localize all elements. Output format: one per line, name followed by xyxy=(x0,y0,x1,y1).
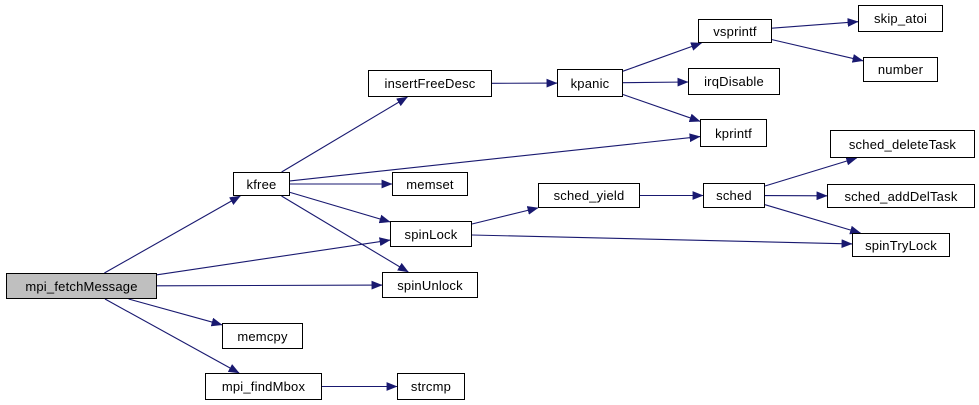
node-skip_atoi[interactable]: skip_atoi xyxy=(858,5,943,32)
node-sched_yield[interactable]: sched_yield xyxy=(538,183,640,208)
node-sched_addDelTask[interactable]: sched_addDelTask xyxy=(827,184,975,208)
node-sched_deleteTask[interactable]: sched_deleteTask xyxy=(830,130,975,158)
node-spinUnlock[interactable]: spinUnlock xyxy=(382,272,478,298)
edge-spinLock-to-spinTryLock xyxy=(471,234,853,249)
node-irqDisable[interactable]: irqDisable xyxy=(688,68,780,95)
node-strcmp[interactable]: strcmp xyxy=(397,373,465,400)
edge-kpanic-to-irqDisable xyxy=(622,77,689,87)
node-kfree[interactable]: kfree xyxy=(233,172,290,196)
node-insertFreeDesc[interactable]: insertFreeDesc xyxy=(368,70,492,97)
edge-kpanic-to-vsprintf xyxy=(622,42,703,72)
node-sched[interactable]: sched xyxy=(703,183,765,208)
edge-mpi_fetchMessage-to-spinLock xyxy=(156,237,391,276)
node-number[interactable]: number xyxy=(863,57,938,82)
edge-kfree-to-insertFreeDesc xyxy=(281,96,408,173)
node-kprintf[interactable]: kprintf xyxy=(700,119,767,147)
node-mpi_findMbox[interactable]: mpi_findMbox xyxy=(205,373,322,400)
edge-sched-to-spinTryLock xyxy=(764,204,862,235)
edge-sched-to-sched_deleteTask xyxy=(764,156,858,187)
edge-vsprintf-to-skip_atoi xyxy=(771,18,859,29)
node-memset[interactable]: memset xyxy=(392,172,468,196)
node-kpanic[interactable]: kpanic xyxy=(557,69,623,97)
edge-spinLock-to-sched_yield xyxy=(471,206,539,225)
edge-kfree-to-spinLock xyxy=(289,191,391,224)
node-mpi_fetchMessage[interactable]: mpi_fetchMessage xyxy=(6,273,157,299)
edge-mpi_fetchMessage-to-spinUnlock xyxy=(156,280,383,290)
edge-kpanic-to-kprintf xyxy=(622,93,701,123)
edge-mpi_fetchMessage-to-kfree xyxy=(104,195,241,274)
edge-kfree-to-spinUnlock xyxy=(281,195,409,273)
edge-mpi_fetchMessage-to-mpi_findMbox xyxy=(104,298,240,374)
edge-vsprintf-to-number xyxy=(771,39,864,63)
node-spinTryLock[interactable]: spinTryLock xyxy=(852,233,950,257)
node-memcpy[interactable]: memcpy xyxy=(222,323,303,349)
node-vsprintf[interactable]: vsprintf xyxy=(698,19,772,43)
node-spinLock[interactable]: spinLock xyxy=(390,221,472,247)
edge-mpi_fetchMessage-to-memcpy xyxy=(128,298,223,327)
edge-kfree-to-kprintf xyxy=(289,133,701,182)
